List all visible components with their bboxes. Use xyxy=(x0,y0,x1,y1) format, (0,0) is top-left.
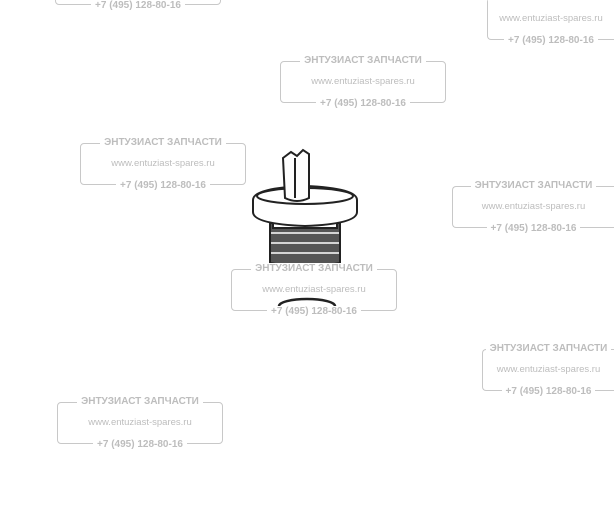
watermark-title: ЭНТУЗИАСТ ЗАПЧАСТИ xyxy=(470,180,597,191)
plug-thread xyxy=(269,222,341,268)
watermark-phone: +7 (495) 128-80-16 xyxy=(267,306,361,317)
watermark: ЭНТУЗИАСТ ЗАПЧАСТИwww.entuziast-spares.r… xyxy=(55,0,221,11)
watermark: ЭНТУЗИАСТ ЗАПЧАСТИ www.entuziast-spares.r… xyxy=(482,343,614,397)
watermark: ЭНТУЗИАСТ ЗАПЧАСТИ www.entuziast-spares.r… xyxy=(487,0,614,46)
watermark: ЭНТУЗИАСТ ЗАПЧАСТИ www.entuziast-spares.r… xyxy=(280,55,446,109)
watermark-phone: +7 (495) 128-80-16 xyxy=(316,98,410,109)
watermark-url: www.entuziast-spares.ru xyxy=(311,76,415,87)
watermark: ЭНТУЗИАСТ ЗАПЧАСТИ www.entuziast-spares.r… xyxy=(57,396,223,450)
watermark-title: ЭНТУЗИАСТ ЗАПЧАСТИ xyxy=(77,396,203,407)
watermark-title: ЭНТУЗИАСТ ЗАПЧАСТИ xyxy=(251,263,377,274)
watermark-url: www.entuziast-spares.ru xyxy=(111,158,215,169)
watermark-phone: +7 (495) 128-80-16 xyxy=(486,223,581,234)
watermark-title: ЭНТУЗИАСТ ЗАПЧАСТИ xyxy=(100,137,226,148)
drain-plug-diagram xyxy=(252,148,358,315)
watermark-title: ЭНТУЗИАСТ ЗАПЧАСТИ xyxy=(300,55,426,66)
watermark-phone: +7 (495) 128-80-16 xyxy=(93,439,187,450)
watermark-title: ЭНТУЗИАСТ ЗАПЧАСТИ xyxy=(488,0,614,3)
watermark-url: www.entuziast-spares.ru xyxy=(499,13,603,24)
watermark-phone: +7 (495) 128-80-16 xyxy=(116,180,210,191)
watermark-title: ЭНТУЗИАСТ ЗАПЧАСТИ xyxy=(485,343,612,354)
watermark-url: www.entuziast-spares.ru xyxy=(481,201,586,212)
watermark-url: www.entuziast-spares.ru xyxy=(262,284,366,295)
watermark-url: www.entuziast-spares.ru xyxy=(496,364,601,375)
watermark: ЭНТУЗИАСТ ЗАПЧАСТИ www.entuziast-spares.r… xyxy=(452,180,614,234)
watermark-phone: +7 (495) 128-80-16 xyxy=(91,0,185,11)
watermark: ЭНТУЗИАСТ ЗАПЧАСТИ www.entuziast-spares.r… xyxy=(231,263,397,317)
watermark-phone: +7 (495) 128-80-16 xyxy=(504,35,598,46)
watermark-url: www.entuziast-spares.ru xyxy=(88,417,192,428)
watermark-phone: +7 (495) 128-80-16 xyxy=(501,386,596,397)
watermark: ЭНТУЗИАСТ ЗАПЧАСТИ www.entuziast-spares.r… xyxy=(80,137,246,191)
